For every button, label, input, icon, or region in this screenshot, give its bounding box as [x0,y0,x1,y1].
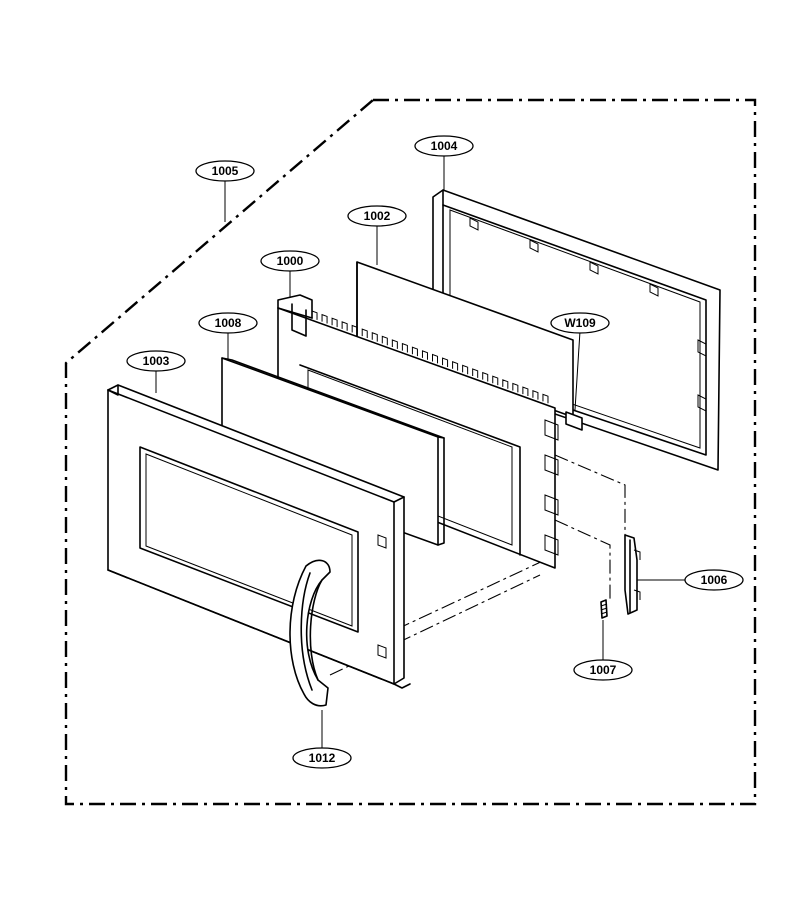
panel-tooth [381,335,388,346]
panel-tooth [532,390,539,400]
callout-1008: 1008 [198,312,258,334]
svg-text:1008: 1008 [215,316,242,330]
svg-text:1005: 1005 [212,164,239,178]
leader-lines [155,153,686,750]
callout-1004: 1004 [414,135,474,157]
panel-tooth [542,393,549,404]
callout-1005: 1005 [195,160,255,182]
callout-1006: 1006 [684,569,744,591]
svg-text:1012: 1012 [309,751,336,765]
panel-tooth [361,328,368,338]
panel-tooth [512,382,519,393]
panel-tooth [421,350,428,360]
panel-tooth [401,342,408,353]
svg-text:1003: 1003 [143,354,170,368]
panel-tooth [442,357,449,367]
panel-tooth [462,364,469,375]
part-1012-handle [289,559,331,707]
panel-tooth [452,361,459,371]
svg-text:1006: 1006 [701,573,728,587]
svg-text:1000: 1000 [277,254,304,268]
callout-1007: 1007 [573,659,633,681]
part-W109-clip [565,411,583,431]
assembly-boundary [64,98,757,806]
panel-tooth [391,339,398,349]
panel-tooth [371,332,378,342]
callout-W109: W109 [550,312,610,334]
panel-tooth [472,368,479,378]
svg-text:1007: 1007 [590,663,617,677]
callout-1012: 1012 [292,747,352,769]
svg-text:1004: 1004 [431,139,458,153]
svg-text:1002: 1002 [364,209,391,223]
panel-tooth [502,379,509,389]
panel-tooth [331,317,338,328]
callout-1002: 1002 [347,205,407,227]
panel-tooth [341,321,348,331]
panel-tooth [522,386,529,396]
panel-tooth [311,310,318,320]
panel-tooth [351,324,358,335]
panel-tooth [492,375,499,386]
part-1007-spring [600,599,608,619]
part-1003-door-frame [107,384,411,689]
callout-1003: 1003 [126,350,186,372]
panel-tooth [321,313,328,324]
callout-1000: 1000 [260,250,320,272]
part-1006-latch-lever [624,534,641,615]
panel-tooth [482,371,489,382]
panel-tooth [411,346,418,357]
panel-tooth [432,353,439,364]
svg-text:W109: W109 [564,316,596,330]
